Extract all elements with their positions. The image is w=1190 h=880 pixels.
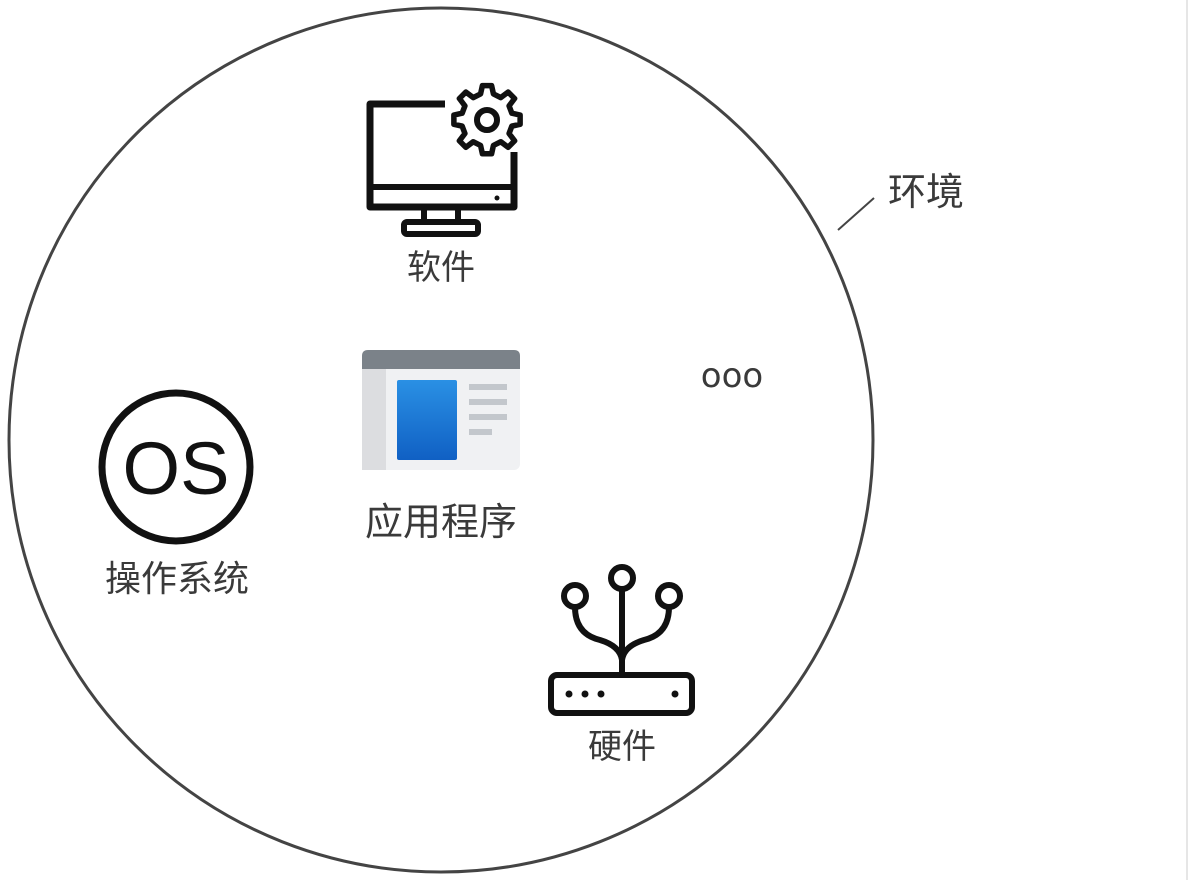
router-hardware-icon	[548, 564, 695, 716]
hardware-label: 硬件	[588, 727, 656, 767]
environment-leader-line	[837, 197, 875, 231]
application-label: 应用程序	[365, 500, 517, 544]
page-edge	[1186, 0, 1188, 880]
software-label: 软件	[407, 248, 475, 288]
computer-gear-icon	[366, 82, 523, 237]
more-symbol: ooo	[701, 356, 763, 396]
application-window-icon	[362, 350, 520, 470]
environment-circle	[7, 6, 875, 874]
os-label: 操作系统	[105, 559, 249, 600]
os-badge-text: OS	[123, 427, 230, 510]
os-badge-icon: OS	[98, 389, 254, 545]
environment-label: 环境	[888, 170, 964, 214]
